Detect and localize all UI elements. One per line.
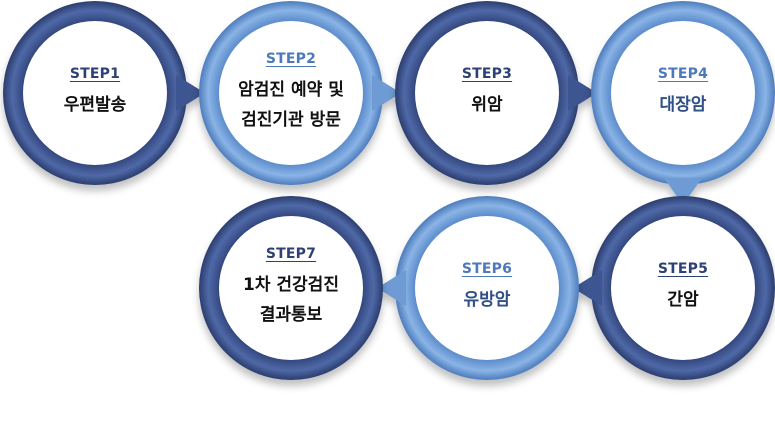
step-code: STEP2 xyxy=(265,51,317,67)
step-label-line: 검진기관 방문 xyxy=(241,110,341,130)
step-code: STEP6 xyxy=(461,261,513,277)
step4-node xyxy=(591,1,775,205)
step-code: STEP1 xyxy=(69,66,121,82)
step2-node xyxy=(199,1,401,185)
step4-text: STEP4 대장암 xyxy=(591,1,775,185)
step-label-line: 위암 xyxy=(471,95,503,115)
arrow-left-icon xyxy=(377,270,406,306)
step-label-line: 유방암 xyxy=(463,290,511,310)
arrow-down-icon xyxy=(664,178,702,205)
step-label-line: 우편발송 xyxy=(63,95,127,115)
step-code: STEP4 xyxy=(657,66,709,82)
step-label-line: 암검진 예약 및 xyxy=(238,80,344,100)
step1-node xyxy=(3,1,205,185)
step-code: STEP5 xyxy=(657,261,709,277)
step5-node xyxy=(573,196,775,380)
step2-text: STEP2 암검진 예약 및 검진기관 방문 xyxy=(199,1,383,185)
step1-text: STEP1 우편발송 xyxy=(3,1,187,185)
step3-node xyxy=(395,1,597,185)
step-code: STEP7 xyxy=(265,246,317,262)
arrow-right-icon xyxy=(176,75,205,111)
step3-text: STEP3 위암 xyxy=(395,1,579,185)
step6-text: STEP6 유방암 xyxy=(395,196,579,380)
step5-text: STEP5 간암 xyxy=(591,196,775,380)
step-label-line: 대장암 xyxy=(659,95,707,115)
step-label-line: 결과통보 xyxy=(259,305,323,325)
step6-node xyxy=(377,196,579,380)
arrow-right-icon xyxy=(372,75,401,111)
step-label-line: 간암 xyxy=(667,290,699,310)
step7-text: STEP7 1차 건강검진 결과통보 xyxy=(199,196,383,380)
arrow-left-icon xyxy=(573,270,602,306)
step7-node xyxy=(199,196,383,380)
step-code: STEP3 xyxy=(461,66,513,82)
step-label-line: 1차 건강검진 xyxy=(243,275,339,295)
arrow-right-icon xyxy=(568,75,597,111)
